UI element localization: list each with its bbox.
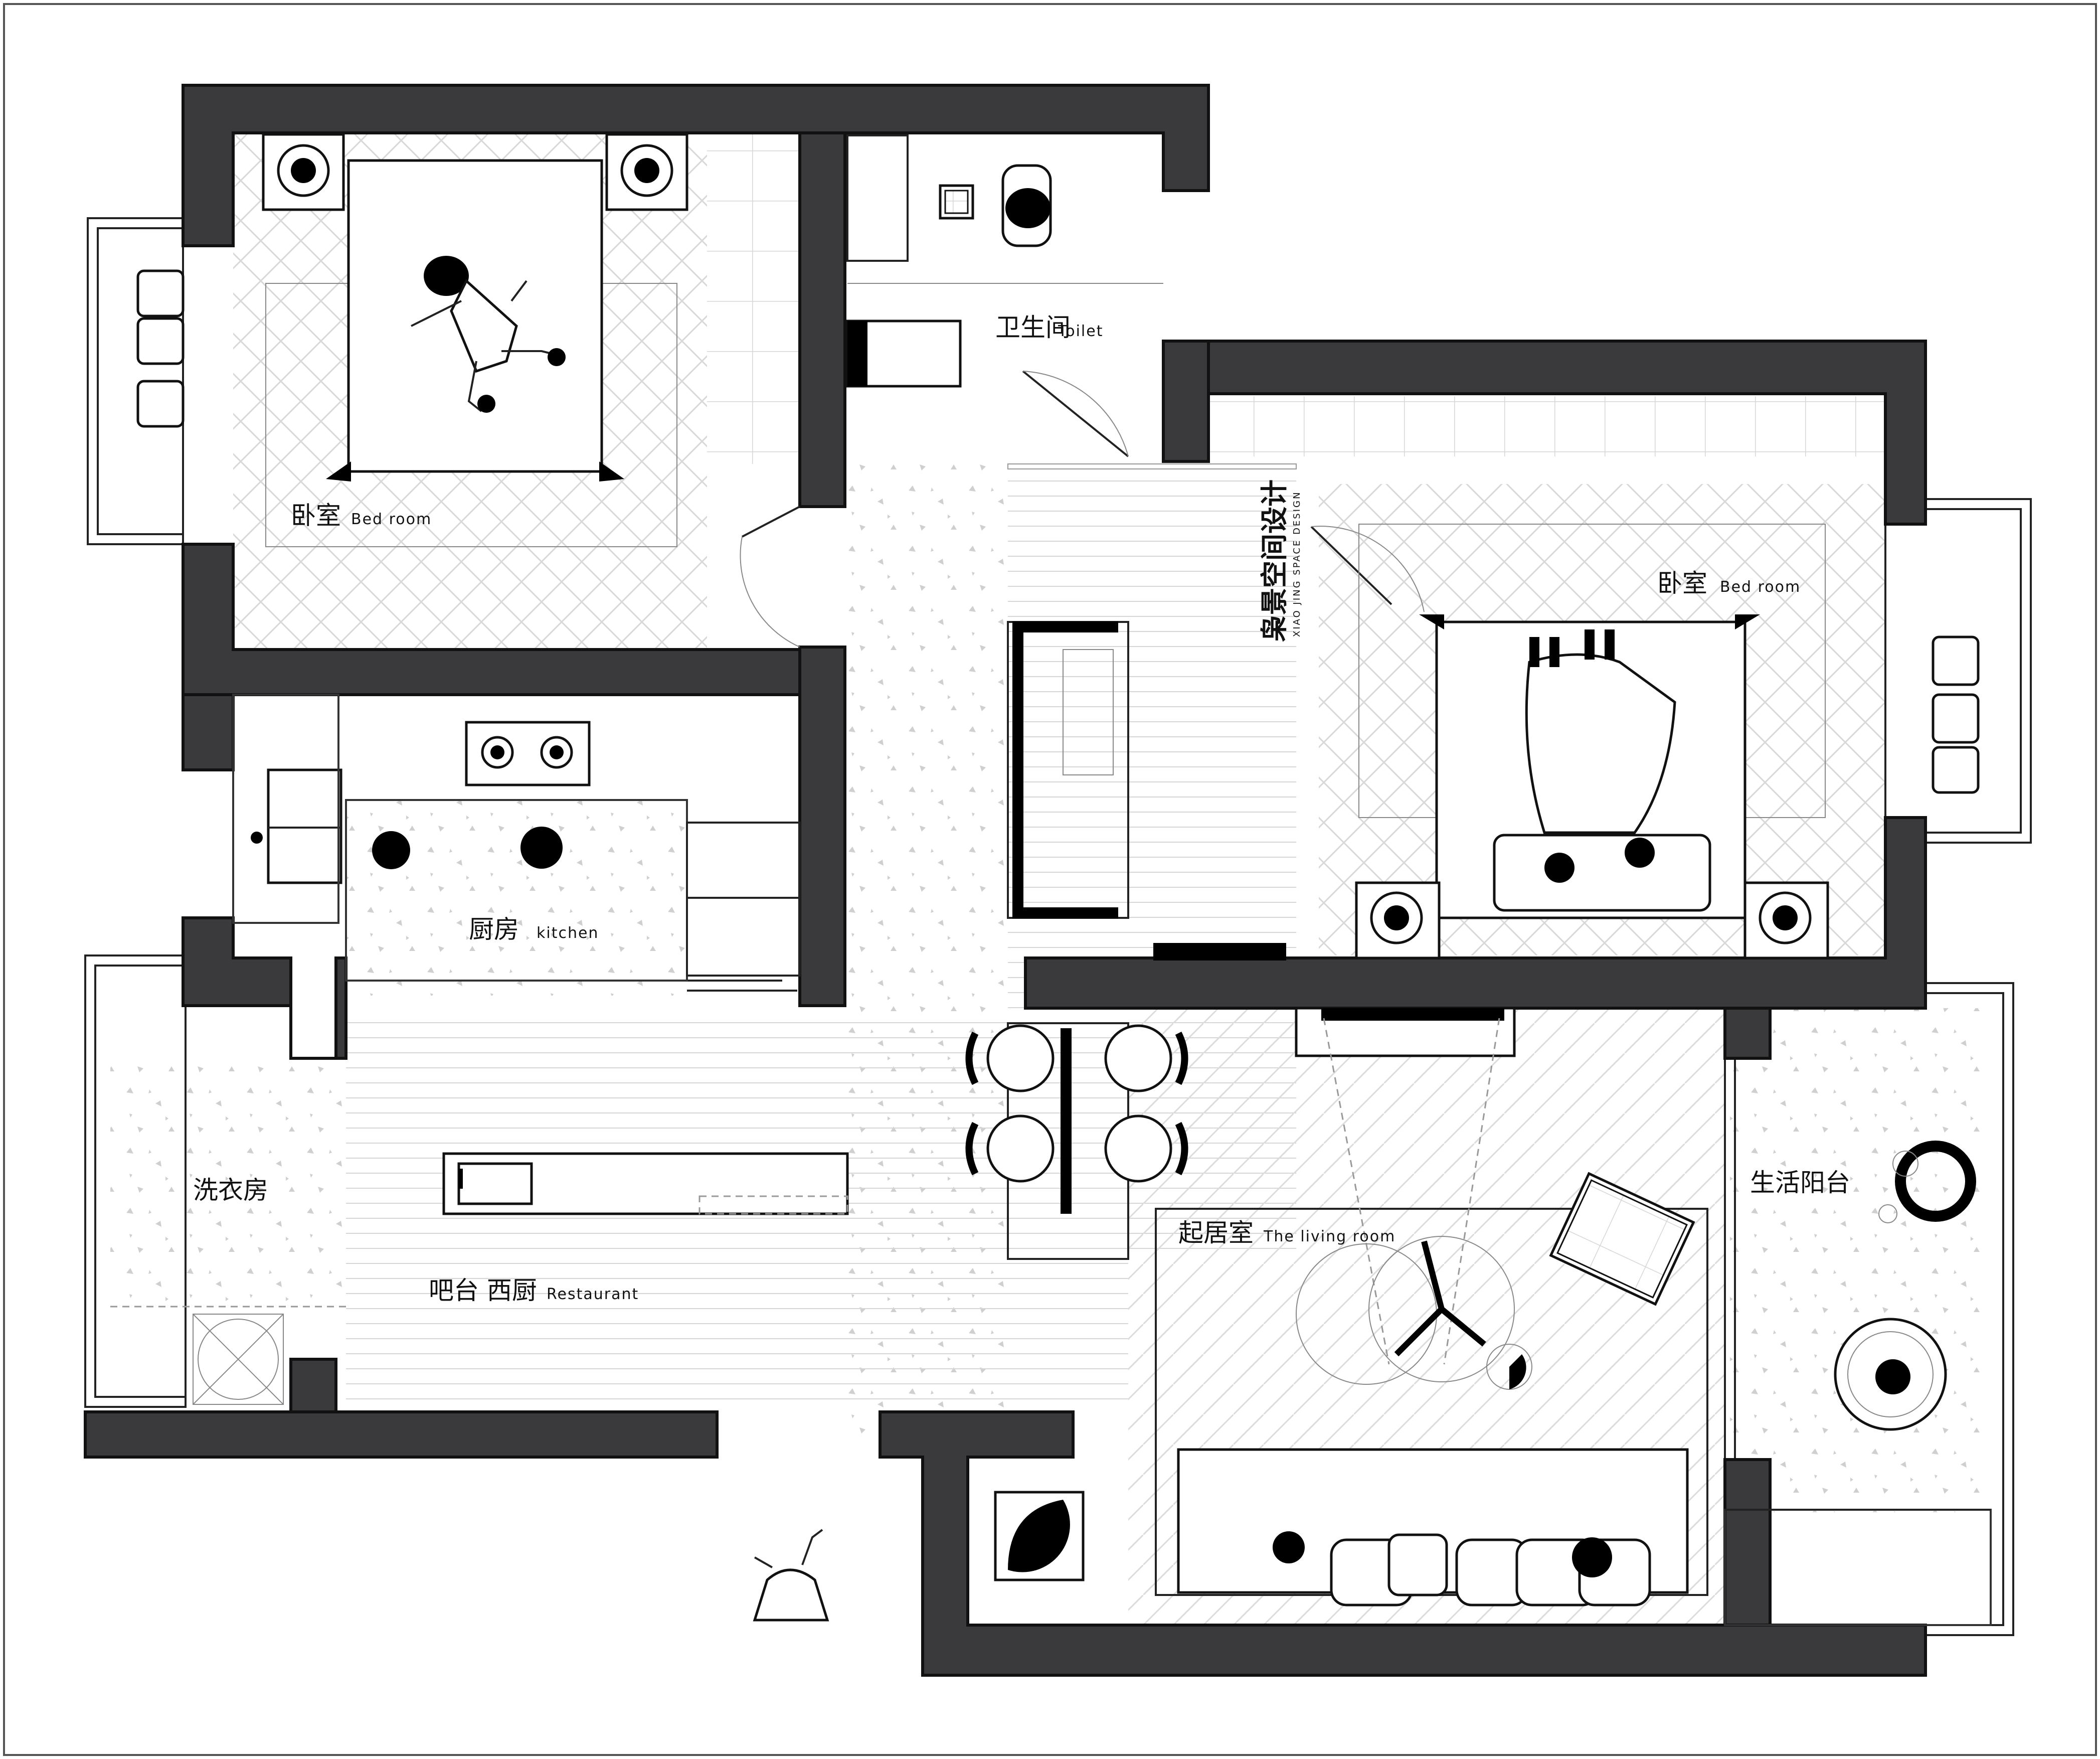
laundry-fixtures [110,1306,346,1405]
room-labels: 卧室 Bed room 卫生间 Toilet 卧室 Bed room 厨房 ki… [193,313,1850,1305]
laundry-label: 洗衣房 [193,1176,268,1205]
bedroom-1-furniture [136,133,688,547]
balcony-label: 生活阳台 [1750,1168,1850,1197]
studio-logo: 枭景空间设计 XIAO JING SPACE DESIGN [1259,479,1302,642]
sleeping-person-figure [411,256,566,413]
living-room-furniture [994,1007,1708,1607]
kitchen-fixtures [232,694,801,982]
toilet-label: 卫生间 [995,313,1071,342]
living-room-label: 起居室 [1178,1218,1254,1247]
studio-logo-en: XIAO JING SPACE DESIGN [1292,491,1302,637]
bedroom-2-furniture [1355,524,1980,960]
kitchen-label: 厨房 [469,915,519,944]
toilet-label-en: Toilet [1058,323,1103,340]
toilet-fixtures [846,134,1163,388]
dining-chairs [965,1024,1188,1183]
bedroom-2-label-en: Bed room [1720,578,1801,596]
bedroom-2-chaise [1932,635,1980,794]
restaurant-label-en: Restaurant [547,1286,639,1303]
restaurant-label: 吧台 西厨 [429,1276,537,1305]
kitchen-label-en: kitchen [537,924,599,942]
chaise-lounge [136,269,185,428]
balcony-furniture [1724,1141,1992,1626]
entry-person-figure [753,1529,829,1622]
bedroom-1-label-en: Bed room [351,511,432,528]
bedroom-1-label: 卧室 [291,501,341,530]
dining-island [442,1022,1129,1260]
living-room-label-en: The living room [1263,1228,1395,1245]
bedroom-2-label: 卧室 [1657,569,1707,598]
sleeping-couple-figure [1525,629,1676,883]
page-frame [3,3,2097,1756]
studio-logo-cn: 枭景空间设计 [1259,479,1290,642]
hall-cabinet [1007,463,1297,961]
